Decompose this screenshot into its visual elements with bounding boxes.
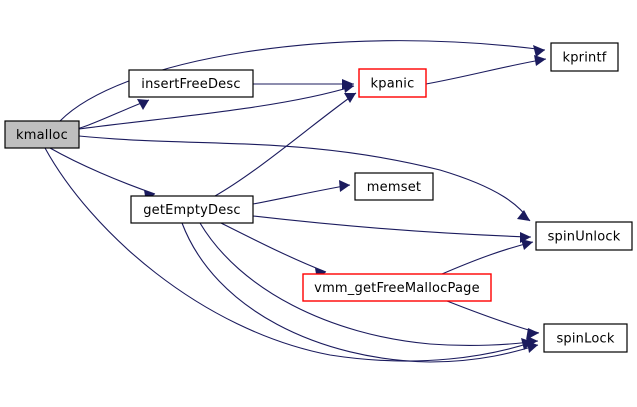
node-spinUnlock[interactable]: spinUnlock [535,221,633,251]
edge-line [446,300,540,334]
edge-line [78,85,355,130]
edge-line [214,92,357,197]
node-label-kprintf: kprintf [562,51,606,66]
node-label-kmalloc: kmalloc [16,128,68,143]
arrowhead-icon [521,239,533,250]
edge-kmalloc-to-getEmptyDesc [49,147,156,202]
edge-getEmptyDesc-to-vmm_getFreeMallocPage [220,222,327,280]
edge-line [181,222,539,363]
node-insertFreeDesc[interactable]: insertFreeDesc [128,69,254,98]
arrowhead-icon [517,210,530,221]
node-box-spinUnlock[interactable] [535,221,633,251]
node-label-vmm_getFreeMallocPage: vmm_getFreeMallocPage [314,281,480,296]
node-box-getEmptyDesc[interactable] [130,195,254,224]
edge-kmalloc-to-kprintf [59,40,546,122]
node-label-spinLock: spinLock [556,332,614,347]
edge-vmm_getFreeMallocPage-to-spinUnlock [441,239,534,275]
edge-getEmptyDesc-to-spinUnlock [252,215,532,243]
edge-line [44,147,534,362]
node-getEmptyDesc[interactable]: getEmptyDesc [130,195,254,224]
edge-kpanic-to-kprintf [425,55,547,85]
node-box-kpanic[interactable] [358,68,427,98]
arrowhead-icon [526,328,539,340]
node-box-memset[interactable] [354,172,434,201]
node-spinLock[interactable]: spinLock [543,323,628,353]
arrowhead-icon [344,93,356,103]
node-label-kpanic: kpanic [371,77,415,92]
node-kmalloc[interactable]: kmalloc [4,120,80,149]
node-box-insertFreeDesc[interactable] [128,69,254,98]
edge-getEmptyDesc-to-spinLock2 [181,222,539,363]
node-label-getEmptyDesc: getEmptyDesc [143,203,241,218]
edges-layer [44,40,547,363]
edge-line [425,58,547,85]
node-vmm_getFreeMallocPage[interactable]: vmm_getFreeMallocPage [302,273,492,302]
edge-vmm_getFreeMallocPage-to-spinLock [446,300,540,340]
edge-line [78,135,531,222]
edge-kmalloc-to-spinUnlock [78,135,531,222]
node-kprintf[interactable]: kprintf [550,42,619,72]
node-box-vmm_getFreeMallocPage[interactable] [302,273,492,302]
arrowhead-icon [339,180,350,192]
edge-line [252,215,532,238]
edge-getEmptyDesc-to-memset [252,180,351,205]
edge-getEmptyDesc-to-kpanic [214,92,357,197]
edge-line [199,222,539,346]
edge-insertFreeDesc-to-kpanic [253,79,354,90]
edge-line [220,222,327,273]
arrowhead-icon [137,99,149,110]
arrowhead-icon [534,55,546,66]
node-label-memset: memset [367,180,421,195]
node-box-kprintf[interactable] [550,42,619,72]
node-kpanic[interactable]: kpanic [358,68,427,98]
node-box-kmalloc[interactable] [4,120,80,149]
arrowhead-icon [527,341,538,353]
edge-line [49,147,156,195]
node-label-spinUnlock: spinUnlock [548,230,621,245]
node-memset[interactable]: memset [354,172,434,201]
edge-line [252,184,351,205]
edge-line [59,40,546,122]
node-label-insertFreeDesc: insertFreeDesc [141,77,240,92]
nodes-layer: kmalloc insertFreeDesc kpanic kprintf getEmp… [4,42,633,353]
edge-line [441,241,534,275]
arrowhead-icon [342,79,354,90]
node-box-spinLock[interactable] [543,323,628,353]
arrowhead-icon [533,45,545,57]
